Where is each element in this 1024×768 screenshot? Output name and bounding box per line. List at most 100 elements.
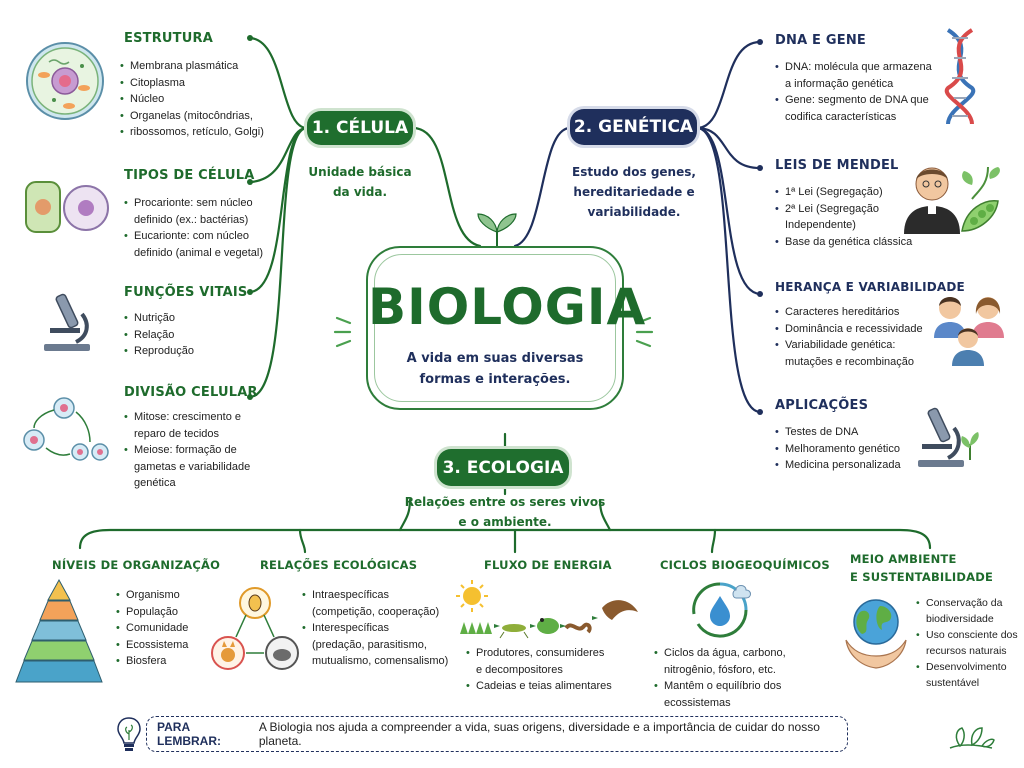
list-item: 1ª Lei (Segregação) <box>775 184 912 201</box>
list-item: recursos naturais <box>926 645 1007 657</box>
meio-title-line1: MEIO AMBIENTE <box>850 552 957 566</box>
list-item: codifica características <box>785 110 897 123</box>
lightbulb-icon <box>117 717 141 751</box>
list-item: Conservação da <box>916 595 1018 611</box>
list-item: Desenvolvimento <box>916 659 1018 675</box>
estrutura-list: Membrana plasmática Citoplasma Núcleo Or… <box>120 58 264 141</box>
list-item: População <box>116 604 188 621</box>
list-item: a informação genética <box>785 77 894 90</box>
ciclos-list: Ciclos da água, carbono, nitrogênio, fós… <box>654 645 786 711</box>
list-item: (competição, cooperação) <box>312 605 440 618</box>
list-item: Caracteres hereditários <box>775 304 923 321</box>
list-item: Variabilidade genética: <box>775 337 923 354</box>
list-item: ribossomos, retículo, Golgi) <box>120 124 264 141</box>
genetica-desc: Estudo dos genes, hereditariedade e vari… <box>564 162 704 222</box>
list-item: Base da genética clássica <box>775 234 912 251</box>
list-item: e decompositores <box>476 663 563 676</box>
organization-pyramid-icon <box>15 578 103 683</box>
list-item: gametas e variabilidade <box>134 460 251 473</box>
earth-hands-icon <box>845 599 907 669</box>
center-title: BIOLOGIA <box>368 278 647 336</box>
meio-title-line2: E SUSTENTABILIDADE <box>850 570 994 584</box>
tipos-list: Procarionte: sem núcleo definido (ex.: b… <box>124 195 263 261</box>
list-item: definido (ex.: bactérias) <box>134 213 249 226</box>
cell-types-icon <box>25 181 109 233</box>
estrutura-title: ESTRUTURA <box>124 31 213 46</box>
genetica-desc-line1: Estudo dos genes, <box>572 165 696 179</box>
list-item: Ciclos da água, carbono, <box>654 645 786 662</box>
celula-desc-line1: Unidade básica <box>308 165 412 179</box>
energy-flow-icon <box>456 580 638 639</box>
pill-ecologia: 3. ECOLOGIA <box>437 449 569 486</box>
list-item: Gene: segmento de DNA que <box>775 92 932 109</box>
center-card: BIOLOGIA A vida em suas diversas formas … <box>366 246 647 410</box>
cell-division-icon <box>23 397 109 461</box>
niveis-list: Organismo População Comunidade Ecossiste… <box>116 587 188 670</box>
reminder-text: A Biologia nos ajuda a compreender a vid… <box>258 720 820 748</box>
list-item: Organelas (mitocôndrias, <box>120 108 264 125</box>
dna-title: DNA E GENE <box>775 33 866 48</box>
list-item: ecossistemas <box>664 696 731 709</box>
list-item: Ecossistema <box>116 637 188 654</box>
list-item: Meiose: formação de <box>124 442 250 459</box>
family-icon <box>934 297 1004 366</box>
heranca-title: HERANÇA E VARIABILIDADE <box>775 280 965 294</box>
mendel-title: LEIS DE MENDEL <box>775 158 899 173</box>
list-item: mutualismo, comensalismo) <box>312 655 449 667</box>
list-item: 2ª Lei (Segregação <box>775 201 912 218</box>
list-item: Cadeias e teias alimentares <box>466 678 612 695</box>
center-subtitle-line2: formas e interações. <box>419 372 571 387</box>
center-subtitle: A vida em suas diversas formas e interaç… <box>388 348 602 390</box>
list-item: Relação <box>124 327 194 344</box>
celula-desc: Unidade básica da vida. <box>300 162 420 202</box>
list-item: Melhoramento genético <box>775 441 901 458</box>
genetica-desc-line3: variabilidade. <box>587 205 681 219</box>
fluxo-list: Produtores, consumideres e decompositore… <box>466 645 612 695</box>
list-item: Biosfera <box>116 653 188 670</box>
ciclos-title: CICLOS BIOGEOQUÍMICOS <box>660 558 830 572</box>
list-item: Núcleo <box>120 91 264 108</box>
aplicacoes-title: APLICAÇÕES <box>775 398 869 413</box>
funcoes-list: Nutrição Relação Reprodução <box>124 310 194 360</box>
list-item: Membrana plasmática <box>120 58 264 75</box>
ecologia-desc-line1: Relações entre os seres vivos <box>404 495 606 509</box>
tipos-title: TIPOS DE CÉLULA <box>124 168 255 183</box>
sprout-icon <box>477 213 517 246</box>
list-item: Uso consciente dos <box>916 627 1018 643</box>
reminder-label: PARA LEMBRAR: <box>157 720 221 748</box>
fluxo-title: FLUXO DE ENERGIA <box>484 558 612 572</box>
dna-list: DNA: molécula que armazena a informação … <box>775 59 932 125</box>
celula-desc-line2: da vida. <box>332 185 388 199</box>
meio-title: MEIO AMBIENTE E SUSTENTABILIDADE <box>850 550 993 586</box>
list-item: Reprodução <box>124 343 194 360</box>
divisao-list: Mitose: crescimento e reparo de tecidos … <box>124 409 250 492</box>
list-item: reparo de tecidos <box>134 427 219 440</box>
pill-genetica: 2. GENÉTICA <box>570 109 697 145</box>
meio-list: Conservação da biodiversidade Uso consci… <box>916 595 1018 691</box>
list-item: Produtores, consumideres <box>466 645 612 662</box>
list-item: biodiversidade <box>926 613 994 625</box>
mendel-portrait-icon <box>904 167 960 234</box>
funcoes-title: FUNÇÕES VITAIS <box>124 285 248 300</box>
center-subtitle-line1: A vida em suas diversas <box>406 351 584 366</box>
list-item: mutações e recombinação <box>785 355 915 368</box>
heranca-list: Caracteres hereditários Dominância e rec… <box>775 304 923 370</box>
aplicacoes-list: Testes de DNA Melhoramento genético Medi… <box>775 424 901 474</box>
relacoes-title: RELAÇÕES ECOLÓGICAS <box>260 558 418 572</box>
list-item: sustentável <box>926 677 980 689</box>
microscope-icon <box>44 293 90 351</box>
dna-helix-icon <box>944 28 976 125</box>
list-item: Eucarionte: com núcleo <box>124 228 263 245</box>
list-item: DNA: molécula que armazena <box>775 59 932 76</box>
biogeochemical-cycle-icon <box>692 582 751 638</box>
list-item: definido (animal e vegetal) <box>134 246 264 259</box>
ecological-relations-icon <box>211 587 299 670</box>
leaves-decoration-icon <box>949 727 995 749</box>
pea-pod-icon <box>961 166 1000 232</box>
list-item: Dominância e recessividade <box>775 321 923 338</box>
list-item: Comunidade <box>116 620 188 637</box>
genetica-desc-line2: hereditariedade e <box>573 185 695 199</box>
list-item: Citoplasma <box>120 75 264 92</box>
reminder-box: PARA LEMBRAR: A Biologia nos ajuda a com… <box>146 716 848 752</box>
